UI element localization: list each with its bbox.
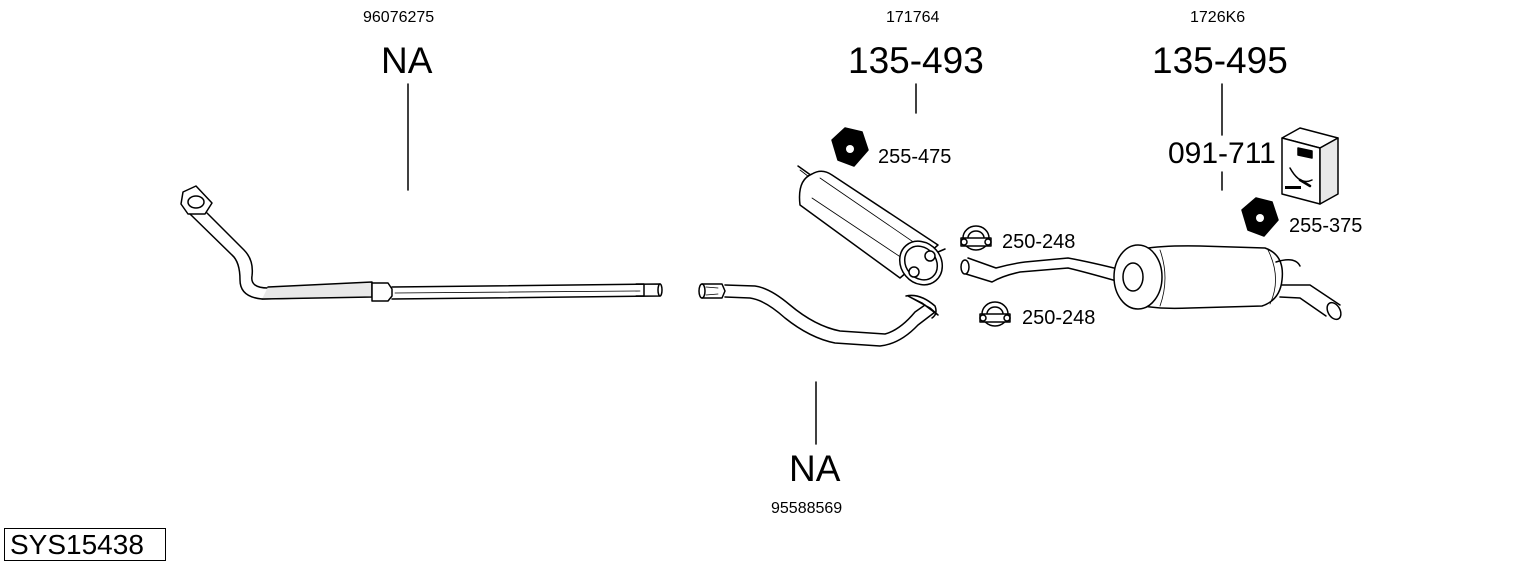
rubber-mount-icon-rear[interactable]	[1241, 197, 1279, 237]
ref-number-center-silencer[interactable]: 135-493	[848, 40, 984, 81]
rubber-mount-icon-center[interactable]	[831, 127, 869, 167]
mounting-kit-icon[interactable]	[1281, 127, 1339, 205]
rear-silencer[interactable]	[960, 244, 1344, 322]
ref-number-front-pipe[interactable]: NA	[381, 40, 433, 81]
label-clamp-lower[interactable]: 250-248	[1022, 307, 1096, 329]
middle-pipe[interactable]	[698, 283, 939, 347]
ref-number-middle-pipe[interactable]: NA	[789, 448, 841, 489]
label-rubber-mount-center[interactable]: 255-475	[878, 146, 952, 168]
ref-number-mounting-kit[interactable]: 091-711	[1168, 137, 1276, 170]
system-code: SYS15438	[4, 528, 166, 561]
center-silencer[interactable]	[797, 165, 951, 293]
clamp-icon-upper[interactable]	[960, 225, 992, 251]
ref-number-rear-silencer[interactable]: 135-495	[1152, 40, 1288, 81]
label-rubber-mount-rear[interactable]: 255-375	[1289, 215, 1363, 237]
clamp-icon-lower[interactable]	[979, 301, 1011, 327]
oem-number-center-silencer: 171764	[886, 9, 940, 26]
oem-number-middle-pipe: 95588569	[771, 500, 843, 517]
label-clamp-upper[interactable]: 250-248	[1002, 231, 1076, 253]
oem-number-rear-silencer: 1726K6	[1190, 9, 1246, 26]
front-pipe[interactable]	[180, 185, 663, 302]
oem-number-front-pipe: 96076275	[363, 9, 435, 26]
